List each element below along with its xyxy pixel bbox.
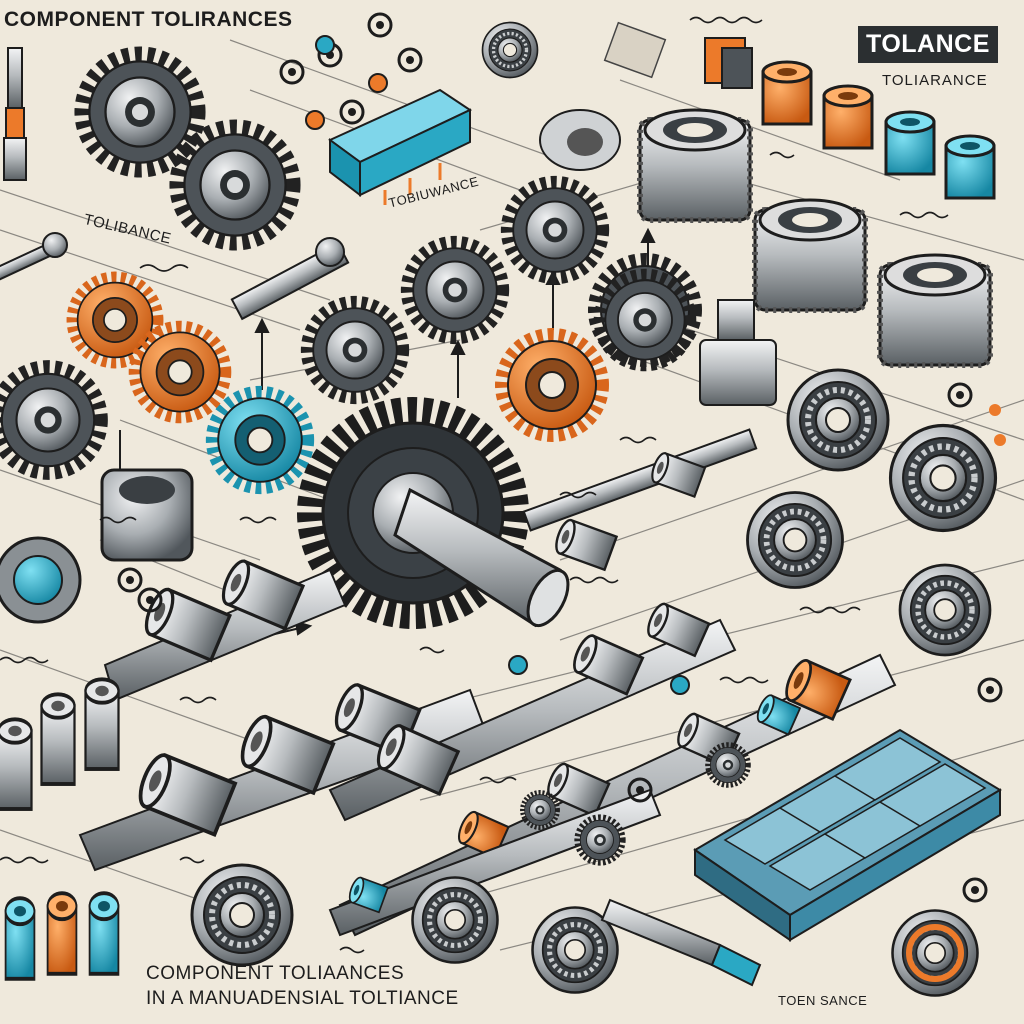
- small-rings-top: [279, 12, 423, 130]
- teal-cylinder-1: [884, 110, 936, 176]
- roller-drum-2: [755, 200, 865, 310]
- gear-mid-1: [508, 183, 603, 278]
- gear-mid-3: [308, 303, 403, 398]
- marker-tool: [600, 898, 762, 987]
- shaft-right: [522, 428, 758, 571]
- bearing-top-middle: [480, 20, 540, 80]
- teal-cylinder-bottom-1: [3, 896, 37, 981]
- orange-gear-center: [502, 335, 602, 435]
- cylinder-left-1: [0, 717, 34, 811]
- bearing-bottom-1: [192, 865, 292, 965]
- teal-cylinder-bottom-2: [87, 891, 121, 976]
- teal-block: [328, 88, 473, 205]
- orange-cylinder-bottom: [45, 891, 79, 976]
- pin-assembly: [699, 299, 777, 406]
- orange-cylinder-1: [761, 60, 813, 126]
- teal-cylinder-2: [944, 134, 996, 200]
- small-rings-scattered: [117, 382, 1006, 903]
- gear-mid-2: [408, 243, 503, 338]
- orange-ring-bottom-right: [906, 924, 964, 982]
- bottom-caption-line-2: IN A MANUADENSIAL TOLTIANCE: [146, 988, 459, 1009]
- annotation-scribbles: [0, 16, 949, 954]
- orange-gear-left-1: [73, 278, 158, 363]
- bottom-caption-line-1: COMPONENT TOLIAANCES: [146, 963, 405, 984]
- bearing-right-3: [748, 493, 843, 588]
- bearing-bottom-2: [413, 878, 498, 963]
- bearing-right-1: [788, 370, 888, 470]
- blue-tray: [693, 728, 1002, 942]
- shaft-lower-middle: [328, 600, 737, 822]
- top-title: COMPONENT TOLIRANCES: [4, 8, 293, 31]
- roller-drum-1: [640, 110, 750, 220]
- central-shaft: [393, 487, 570, 628]
- screwdriver-part: [3, 47, 27, 181]
- orange-cylinder-2: [822, 84, 874, 150]
- sketch-part-top: [539, 21, 667, 171]
- shaft-lower-teal: [328, 788, 662, 937]
- teal-mechanism: [0, 536, 82, 624]
- bottom-right-label: TOEN SANCE: [778, 993, 868, 1008]
- orange-cap-top: [704, 37, 753, 89]
- roller-drum-3: [880, 255, 990, 365]
- cylinder-left-3: [83, 677, 121, 771]
- bearing-right-2: [891, 426, 996, 531]
- gear-left-edge: [0, 368, 101, 473]
- bearing-right-4: [900, 565, 990, 655]
- teal-gear: [213, 393, 308, 488]
- shaft-upper: [230, 237, 350, 321]
- wrench-part: [0, 232, 68, 283]
- bearing-block-left: [100, 468, 194, 562]
- gear-top-left-1: [83, 55, 198, 170]
- badge-subtitle: TOLIARANCE: [882, 72, 988, 89]
- title-badge: TOLANCE: [858, 26, 998, 63]
- bearing-bottom-right: [893, 911, 978, 996]
- cylinder-left-2: [39, 692, 77, 786]
